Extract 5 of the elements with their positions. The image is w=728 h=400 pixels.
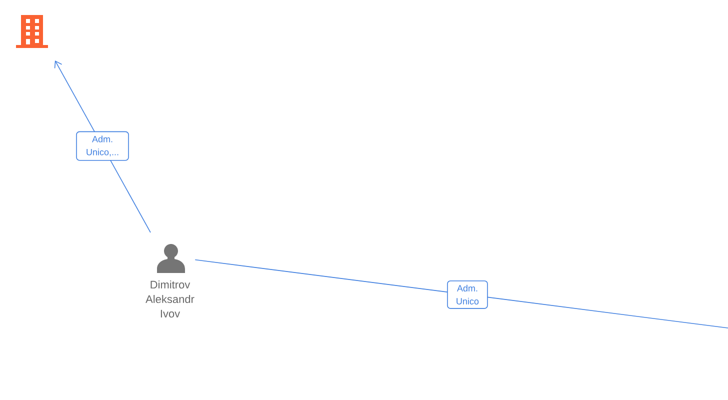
- edge-label: Adm. Unico,...: [76, 131, 129, 161]
- connector-line: [194, 259, 728, 328]
- building-icon: [16, 15, 48, 48]
- edge-label: Adm. Unico: [447, 280, 488, 309]
- person-name: Dimitrov Aleksandr Ivov: [146, 280, 194, 318]
